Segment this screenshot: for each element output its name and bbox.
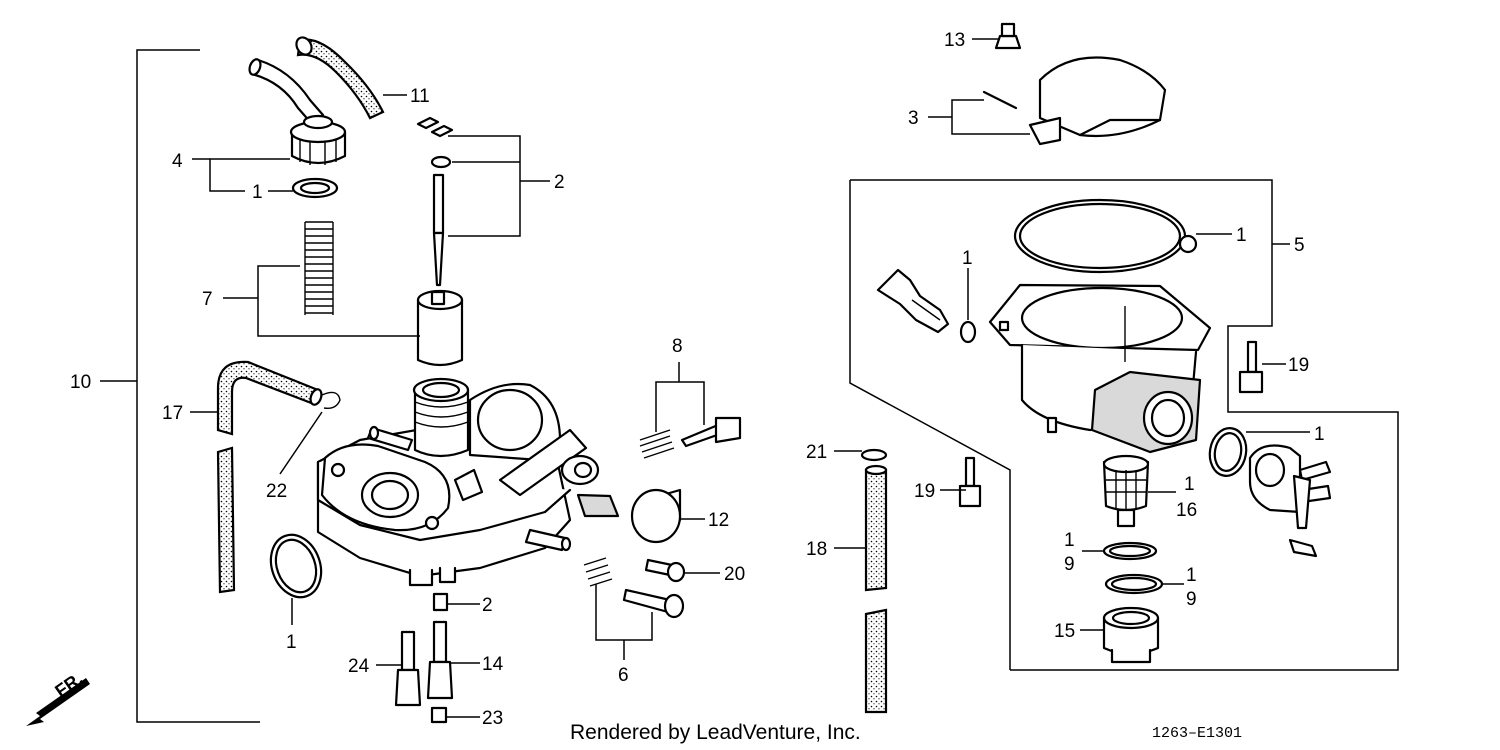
callout-1-top-ring: 1 — [252, 182, 263, 203]
callout-6: 6 — [618, 665, 629, 686]
part-fuel-cock — [1248, 444, 1332, 558]
callout-15: 15 — [1054, 621, 1075, 642]
callout-5: 5 — [1294, 235, 1305, 256]
callout-labels: 10 11 4 1 2 7 17 22 1 2 14 24 23 8 12 20… — [70, 30, 1325, 729]
part-16-strainer — [1102, 454, 1176, 528]
part-24-jet-holder — [376, 630, 422, 707]
part-15-drain-plug — [1080, 606, 1160, 664]
callout-19-lower: 19 — [914, 481, 935, 502]
assembly-bracket-10 — [100, 49, 260, 723]
part-7-throttle-spring — [304, 221, 334, 315]
part-8-pilot-screw-set — [639, 362, 742, 459]
part-1-o-ring-top — [268, 177, 339, 199]
part-air-screw — [876, 268, 950, 334]
callout-16: 16 — [1176, 500, 1197, 521]
part-3-top-cover — [928, 56, 1167, 146]
callout-17: 17 — [162, 403, 183, 424]
callout-24: 24 — [348, 656, 370, 677]
part-1-o-ring-fuel-valve — [1208, 427, 1310, 477]
callout-1-gasket: 1 — [1236, 225, 1247, 246]
callout-1-bowl-ring: 1 — [286, 632, 297, 653]
front-direction-arrow-icon: FR. — [26, 668, 90, 726]
part-11-vent-hose — [295, 36, 407, 120]
part-19-bolt-upper — [1238, 340, 1286, 394]
part-9-o-ring-upper — [1082, 541, 1158, 561]
part-1-float-chamber-gasket — [1013, 198, 1232, 274]
assembly-bracket-5 — [849, 179, 1399, 671]
part-23-main-jet — [430, 706, 480, 724]
carburetor-body — [316, 377, 620, 587]
part-12-cap — [630, 488, 705, 544]
callout-21: 21 — [806, 442, 827, 463]
part-2-jet-needle-set — [416, 116, 454, 287]
callout-3: 3 — [908, 108, 919, 129]
callout-23: 23 — [482, 708, 503, 729]
part-18-drain-tube — [834, 464, 888, 714]
callout-1-fuel-valve-ring: 1 — [1314, 424, 1325, 445]
callout-19-upper: 19 — [1288, 355, 1309, 376]
part-19-bolt-lower — [940, 456, 982, 508]
callout-8: 8 — [672, 336, 683, 357]
part-17-overflow-hose — [190, 360, 341, 475]
diagram-code: 1263–E1301 — [1152, 725, 1242, 742]
part-1-o-ring-float-bowl — [269, 533, 323, 625]
part-throttle-slide — [416, 289, 464, 367]
part-21-clip — [834, 448, 888, 462]
callout-2-needle: 2 — [554, 172, 565, 193]
callout-2-slow-jet: 2 — [482, 595, 493, 616]
callout-20: 20 — [724, 564, 745, 585]
callout-9-upper: 9 — [1064, 554, 1075, 575]
part-2-slow-jet — [432, 592, 480, 612]
part-13-fitting — [972, 22, 1022, 50]
part-6-throttle-stop-screw — [583, 557, 685, 660]
render-credit: Rendered by LeadVenture, Inc. — [570, 721, 861, 744]
callout-11: 11 — [410, 86, 430, 107]
callout-10: 10 — [70, 372, 91, 393]
part-4-top-cap — [248, 58, 347, 165]
callout-18: 18 — [806, 539, 827, 560]
part-14-needle-jet — [426, 620, 480, 700]
callout-1-lower-nine: 1 — [1186, 565, 1197, 586]
part-20-screw — [644, 558, 720, 583]
callout-1-strainer: 1 — [1184, 474, 1195, 495]
callout-4: 4 — [172, 151, 183, 172]
callout-22: 22 — [266, 481, 287, 502]
callout-1-air-screw-ring: 1 — [962, 248, 973, 269]
part-hose-lower-left — [216, 446, 236, 594]
callout-1-upper-nine: 1 — [1064, 530, 1075, 551]
callout-13: 13 — [944, 30, 965, 51]
float-chamber-body — [988, 283, 1212, 454]
callout-14: 14 — [482, 654, 504, 675]
part-1-o-ring-air-screw — [959, 268, 977, 344]
callout-12: 12 — [708, 510, 729, 531]
direction-label: FR. — [51, 668, 86, 701]
callout-7: 7 — [202, 289, 213, 310]
part-9-o-ring-lower — [1104, 573, 1184, 595]
callout-9-lower: 9 — [1186, 589, 1197, 610]
